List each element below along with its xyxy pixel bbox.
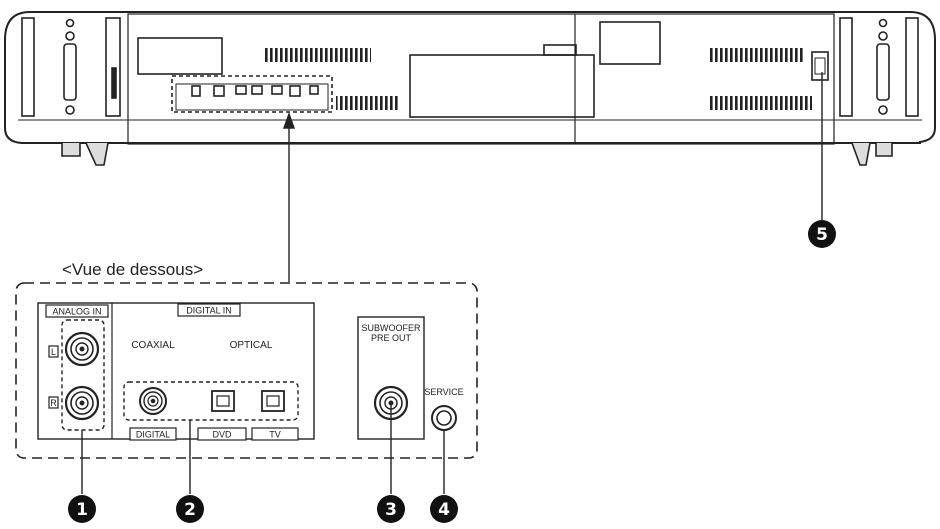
soundbar-body — [4, 11, 936, 166]
leader-lines — [283, 72, 823, 282]
analog-jack-right — [64, 385, 100, 421]
callout-5-number: 5 — [816, 225, 828, 245]
callout-5: 5 — [808, 220, 836, 248]
optical-jack-tv — [261, 390, 285, 412]
callout-lines — [81, 403, 445, 494]
analog-jack-left — [64, 331, 100, 367]
callout-4-number: 4 — [438, 500, 450, 520]
right-label: R — [50, 398, 57, 408]
callout-1: 1 — [68, 495, 96, 523]
callout-1-number: 1 — [76, 500, 88, 520]
digital-label: DIGITAL — [136, 430, 170, 440]
service-jack — [431, 405, 457, 431]
dvd-label: DVD — [212, 430, 232, 440]
service-label: SERVICE — [424, 387, 463, 397]
panel-tag-boxes — [45, 303, 299, 441]
subwoofer-label-line1: SUBWOOFER — [361, 323, 421, 333]
vent-slots — [263, 48, 812, 110]
optical-jack-dvd — [211, 390, 235, 412]
callout-2: 2 — [176, 495, 204, 523]
callout-4: 4 — [430, 495, 458, 523]
optical-label: OPTICAL — [230, 340, 273, 351]
bottom-view-panel — [15, 282, 478, 459]
coaxial-label: COAXIAL — [131, 340, 175, 351]
digital-in-label: DIGITAL IN — [186, 306, 232, 316]
tv-label: TV — [269, 430, 281, 440]
left-label: L — [51, 347, 56, 357]
callout-3: 3 — [377, 495, 405, 523]
view-label: <Vue de dessous> — [62, 260, 203, 279]
callout-2-number: 2 — [184, 500, 196, 520]
analog-in-label: ANALOG IN — [52, 307, 101, 317]
coaxial-jack — [139, 387, 167, 415]
callout-3-number: 3 — [385, 500, 397, 520]
subwoofer-label-line2: PRE OUT — [371, 333, 412, 343]
